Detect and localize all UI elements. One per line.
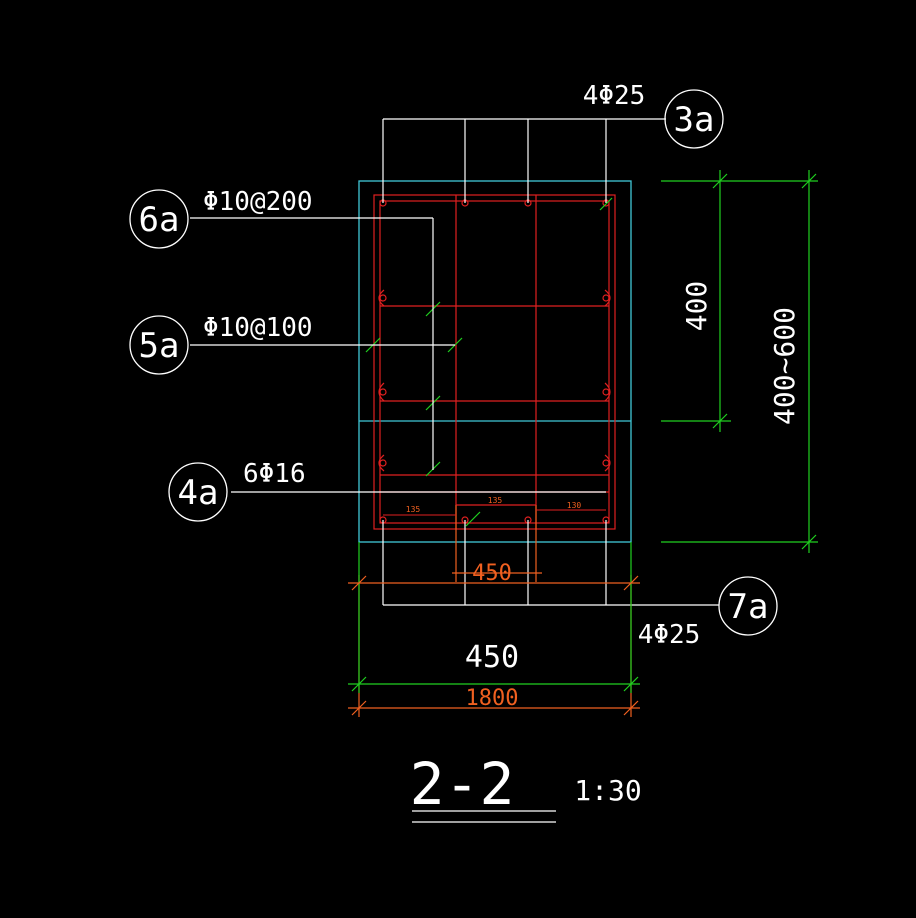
dimension-bottom-orange: 1800 [466,686,519,711]
callout-tag: 7a [728,587,769,627]
dimension-small-mid: 135 [488,496,503,505]
callout-3a: 3a 4Φ25 [583,81,724,149]
small-dimensions [383,504,606,516]
callout-tag: 6a [139,200,180,240]
callout-label: 6Φ16 [243,459,306,489]
dimension-small-right: 130 [567,501,582,510]
callout-bubble [718,576,778,636]
dimension-right-outer: 400~600 [768,307,801,425]
callout-label: Φ10@100 [203,313,313,343]
callout-tag: 3a [674,100,715,140]
callout-7a: 7a 4Φ25 [638,576,778,650]
callout-5a: 5a Φ10@100 [129,313,313,375]
dimension-inner-orange: 450 [472,561,512,586]
section-title: 2-2 [410,750,515,818]
dimension-right-inner: 400 [680,281,713,332]
callout-bubble [168,462,228,522]
callout-bubble [129,315,189,375]
section-title-block: 2-2 1:30 [410,750,642,823]
callout-bubble [664,89,724,149]
dimension-bottom-green: 450 [465,640,519,675]
callout-label: 4Φ25 [583,81,646,111]
callout-label: 4Φ25 [638,620,701,650]
callout-4a: 4a 6Φ16 [168,459,306,522]
callout-tag: 4a [178,473,219,513]
section-outline [358,180,632,543]
callout-6a: 6a Φ10@200 [129,187,313,249]
bottom-dimensions [348,505,640,717]
section-scale: 1:30 [574,774,641,807]
dimension-small-left: 135 [406,505,421,514]
leader-lines [190,118,719,606]
callout-bubble [129,189,189,249]
callout-label: Φ10@200 [203,187,313,217]
callout-tag: 5a [139,326,180,366]
right-dimensions [661,170,818,553]
